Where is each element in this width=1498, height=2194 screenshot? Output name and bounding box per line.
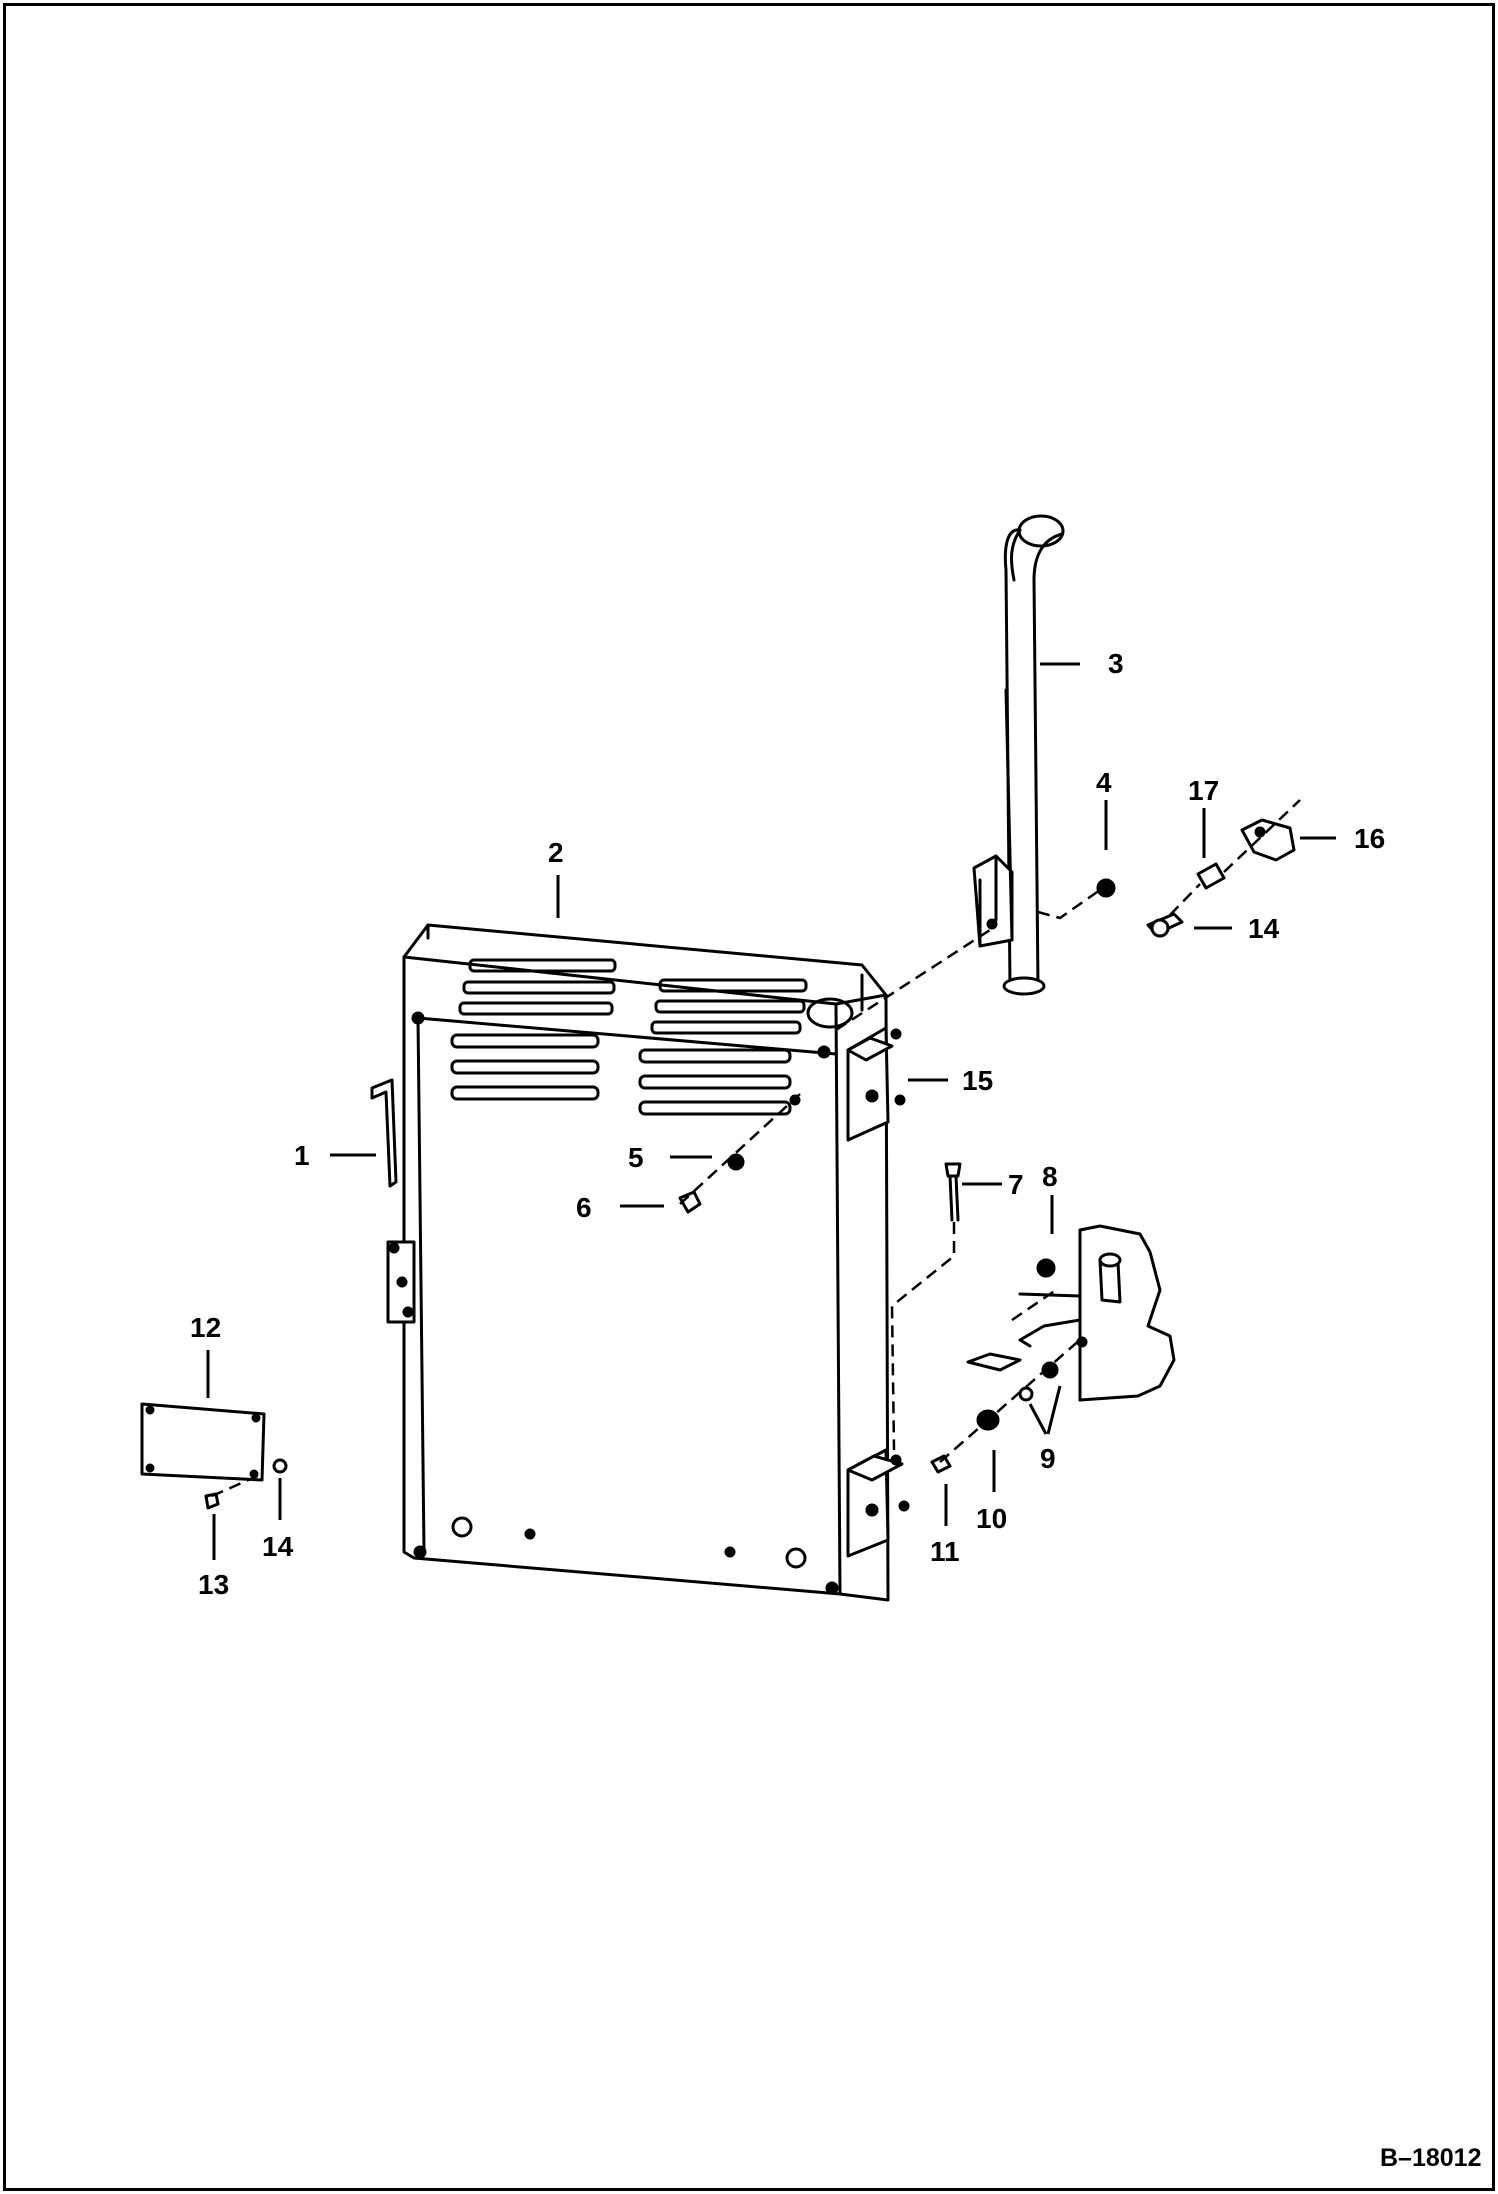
callout-13: 13 — [198, 1569, 229, 1600]
bolt-7-part — [944, 1162, 962, 1222]
lower-bracket-part — [846, 1448, 910, 1558]
callout-2: 2 — [548, 837, 564, 868]
mounting-bracket-detail — [966, 1224, 1176, 1402]
callout-5: 5 — [628, 1142, 644, 1173]
callout-1: 1 — [294, 1140, 310, 1171]
drawing-reference-number: B–18012 — [1380, 2144, 1481, 2172]
callout-12: 12 — [190, 1312, 221, 1343]
callout-9: 9 — [1040, 1443, 1056, 1474]
callout-16: 16 — [1354, 823, 1385, 854]
latch-handle-part — [370, 1078, 398, 1188]
plate-part — [140, 1402, 266, 1482]
callout-3: 3 — [1108, 648, 1124, 679]
callout-7: 7 — [1008, 1169, 1024, 1200]
leader-lines — [206, 662, 1336, 1560]
diagram-border — [3, 3, 1495, 2191]
callout-6: 6 — [576, 1192, 592, 1223]
left-hinge-part — [386, 1240, 416, 1324]
assembly-lines — [211, 799, 1301, 1498]
callout-8: 8 — [1042, 1161, 1058, 1192]
callout-17: 17 — [1188, 775, 1219, 806]
exhaust-stack-part — [972, 514, 1065, 996]
upper-bracket-part — [846, 1026, 906, 1142]
callout-15: 15 — [962, 1065, 993, 1096]
callout-4: 4 — [1096, 767, 1112, 798]
main-panel-part — [402, 923, 890, 1602]
callout-labels: 1 2 3 4 5 6 7 8 9 10 11 12 13 14 14 15 1… — [190, 648, 1385, 1600]
callout-14-lower: 14 — [262, 1531, 294, 1562]
callout-10: 10 — [976, 1503, 1007, 1534]
callout-11: 11 — [930, 1536, 960, 1567]
callout-14-upper: 14 — [1248, 913, 1280, 944]
